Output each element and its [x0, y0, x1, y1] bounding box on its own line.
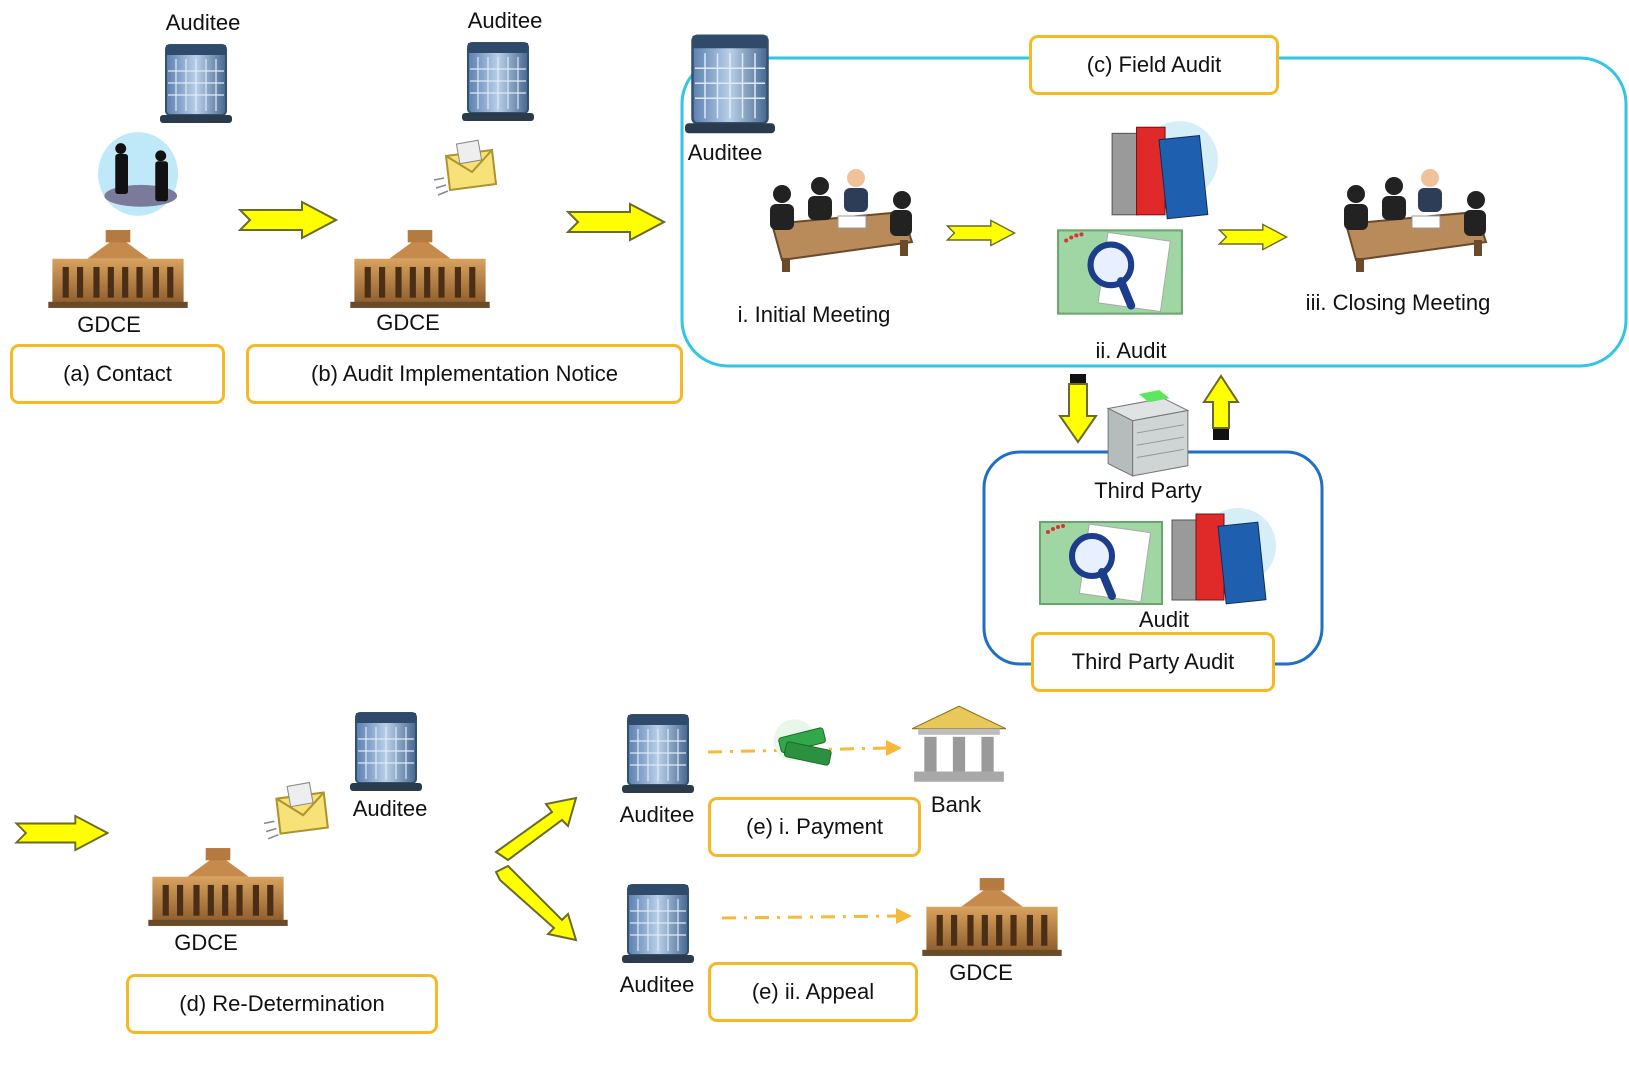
auditee-building-icon-b: [460, 41, 536, 123]
label-audit-tp: Audit: [1138, 607, 1190, 632]
label-auditee-b: Auditee: [467, 8, 543, 33]
gdce-building-icon-d: [148, 848, 288, 926]
auditee-building-icon-e1: [620, 713, 696, 795]
flow-arrow-into-d: [15, 814, 109, 852]
flow-arrow-a-b: [239, 201, 337, 239]
label-gdce-a: GDCE: [77, 312, 141, 337]
initial-meeting-icon: [769, 168, 913, 273]
closing-meeting-icon: [1343, 168, 1487, 273]
fork-arrows: [494, 796, 578, 942]
label-third-party: Third Party: [1094, 478, 1202, 503]
dashed-arrow-appeal: [721, 914, 899, 920]
flow-arrow-b-c: [567, 203, 665, 241]
step-d-redetermination: (d) Re-Determination: [126, 974, 438, 1034]
label-auditee-e2: Auditee: [619, 972, 695, 997]
money-icon: [773, 718, 833, 767]
auditee-building-icon-a: [158, 43, 234, 125]
label-bank: Bank: [930, 792, 982, 817]
step-b-notice: (b) Audit Implementation Notice: [246, 344, 683, 404]
auditee-building-icon-d: [348, 711, 424, 793]
notice-envelope-icon-d: [263, 781, 329, 840]
label-gdce-b: GDCE: [376, 310, 440, 335]
arrow-up-from-third-party: [1202, 374, 1240, 440]
step-c-field-audit: (c) Field Audit: [1029, 35, 1279, 95]
auditee-building-icon-e2: [620, 883, 696, 965]
label-initial-meeting: i. Initial Meeting: [737, 302, 891, 327]
arrow-down-to-third-party: [1058, 374, 1098, 444]
auditee-building-icon-c: [683, 34, 777, 135]
label-auditee-c: Auditee: [687, 140, 763, 165]
notice-envelope-icon-b: [433, 139, 497, 196]
flow-arrow-meeting-audit: [946, 219, 1016, 247]
label-auditee-d: Auditee: [352, 796, 428, 821]
label-auditee-a: Auditee: [165, 10, 241, 35]
step-a-contact: (a) Contact: [10, 344, 225, 404]
binders-icon-tp: [1171, 507, 1276, 605]
third-party-server-icon: [1107, 389, 1189, 477]
audit-magnifier-icon-tp: [1040, 522, 1162, 604]
flow-arrow-audit-closing: [1218, 223, 1288, 251]
gdce-building-icon-e2: [922, 878, 1062, 956]
label-closing-meeting: iii. Closing Meeting: [1305, 290, 1491, 315]
contact-people-icon: [98, 132, 178, 216]
gdce-building-icon-b: [350, 230, 490, 308]
label-auditee-e1: Auditee: [619, 802, 695, 827]
step-third-party-audit: Third Party Audit: [1031, 632, 1275, 692]
binders-icon-c: [1111, 120, 1218, 220]
label-gdce-d: GDCE: [174, 930, 238, 955]
bank-icon: [911, 705, 1007, 783]
step-e2-appeal: (e) ii. Appeal: [708, 962, 918, 1022]
label-audit-step: ii. Audit: [1095, 338, 1167, 363]
label-gdce-e2: GDCE: [949, 960, 1013, 985]
gdce-building-icon-a: [48, 230, 188, 308]
audit-magnifier-icon-c: [1058, 230, 1182, 313]
step-e1-payment: (e) i. Payment: [708, 797, 921, 857]
